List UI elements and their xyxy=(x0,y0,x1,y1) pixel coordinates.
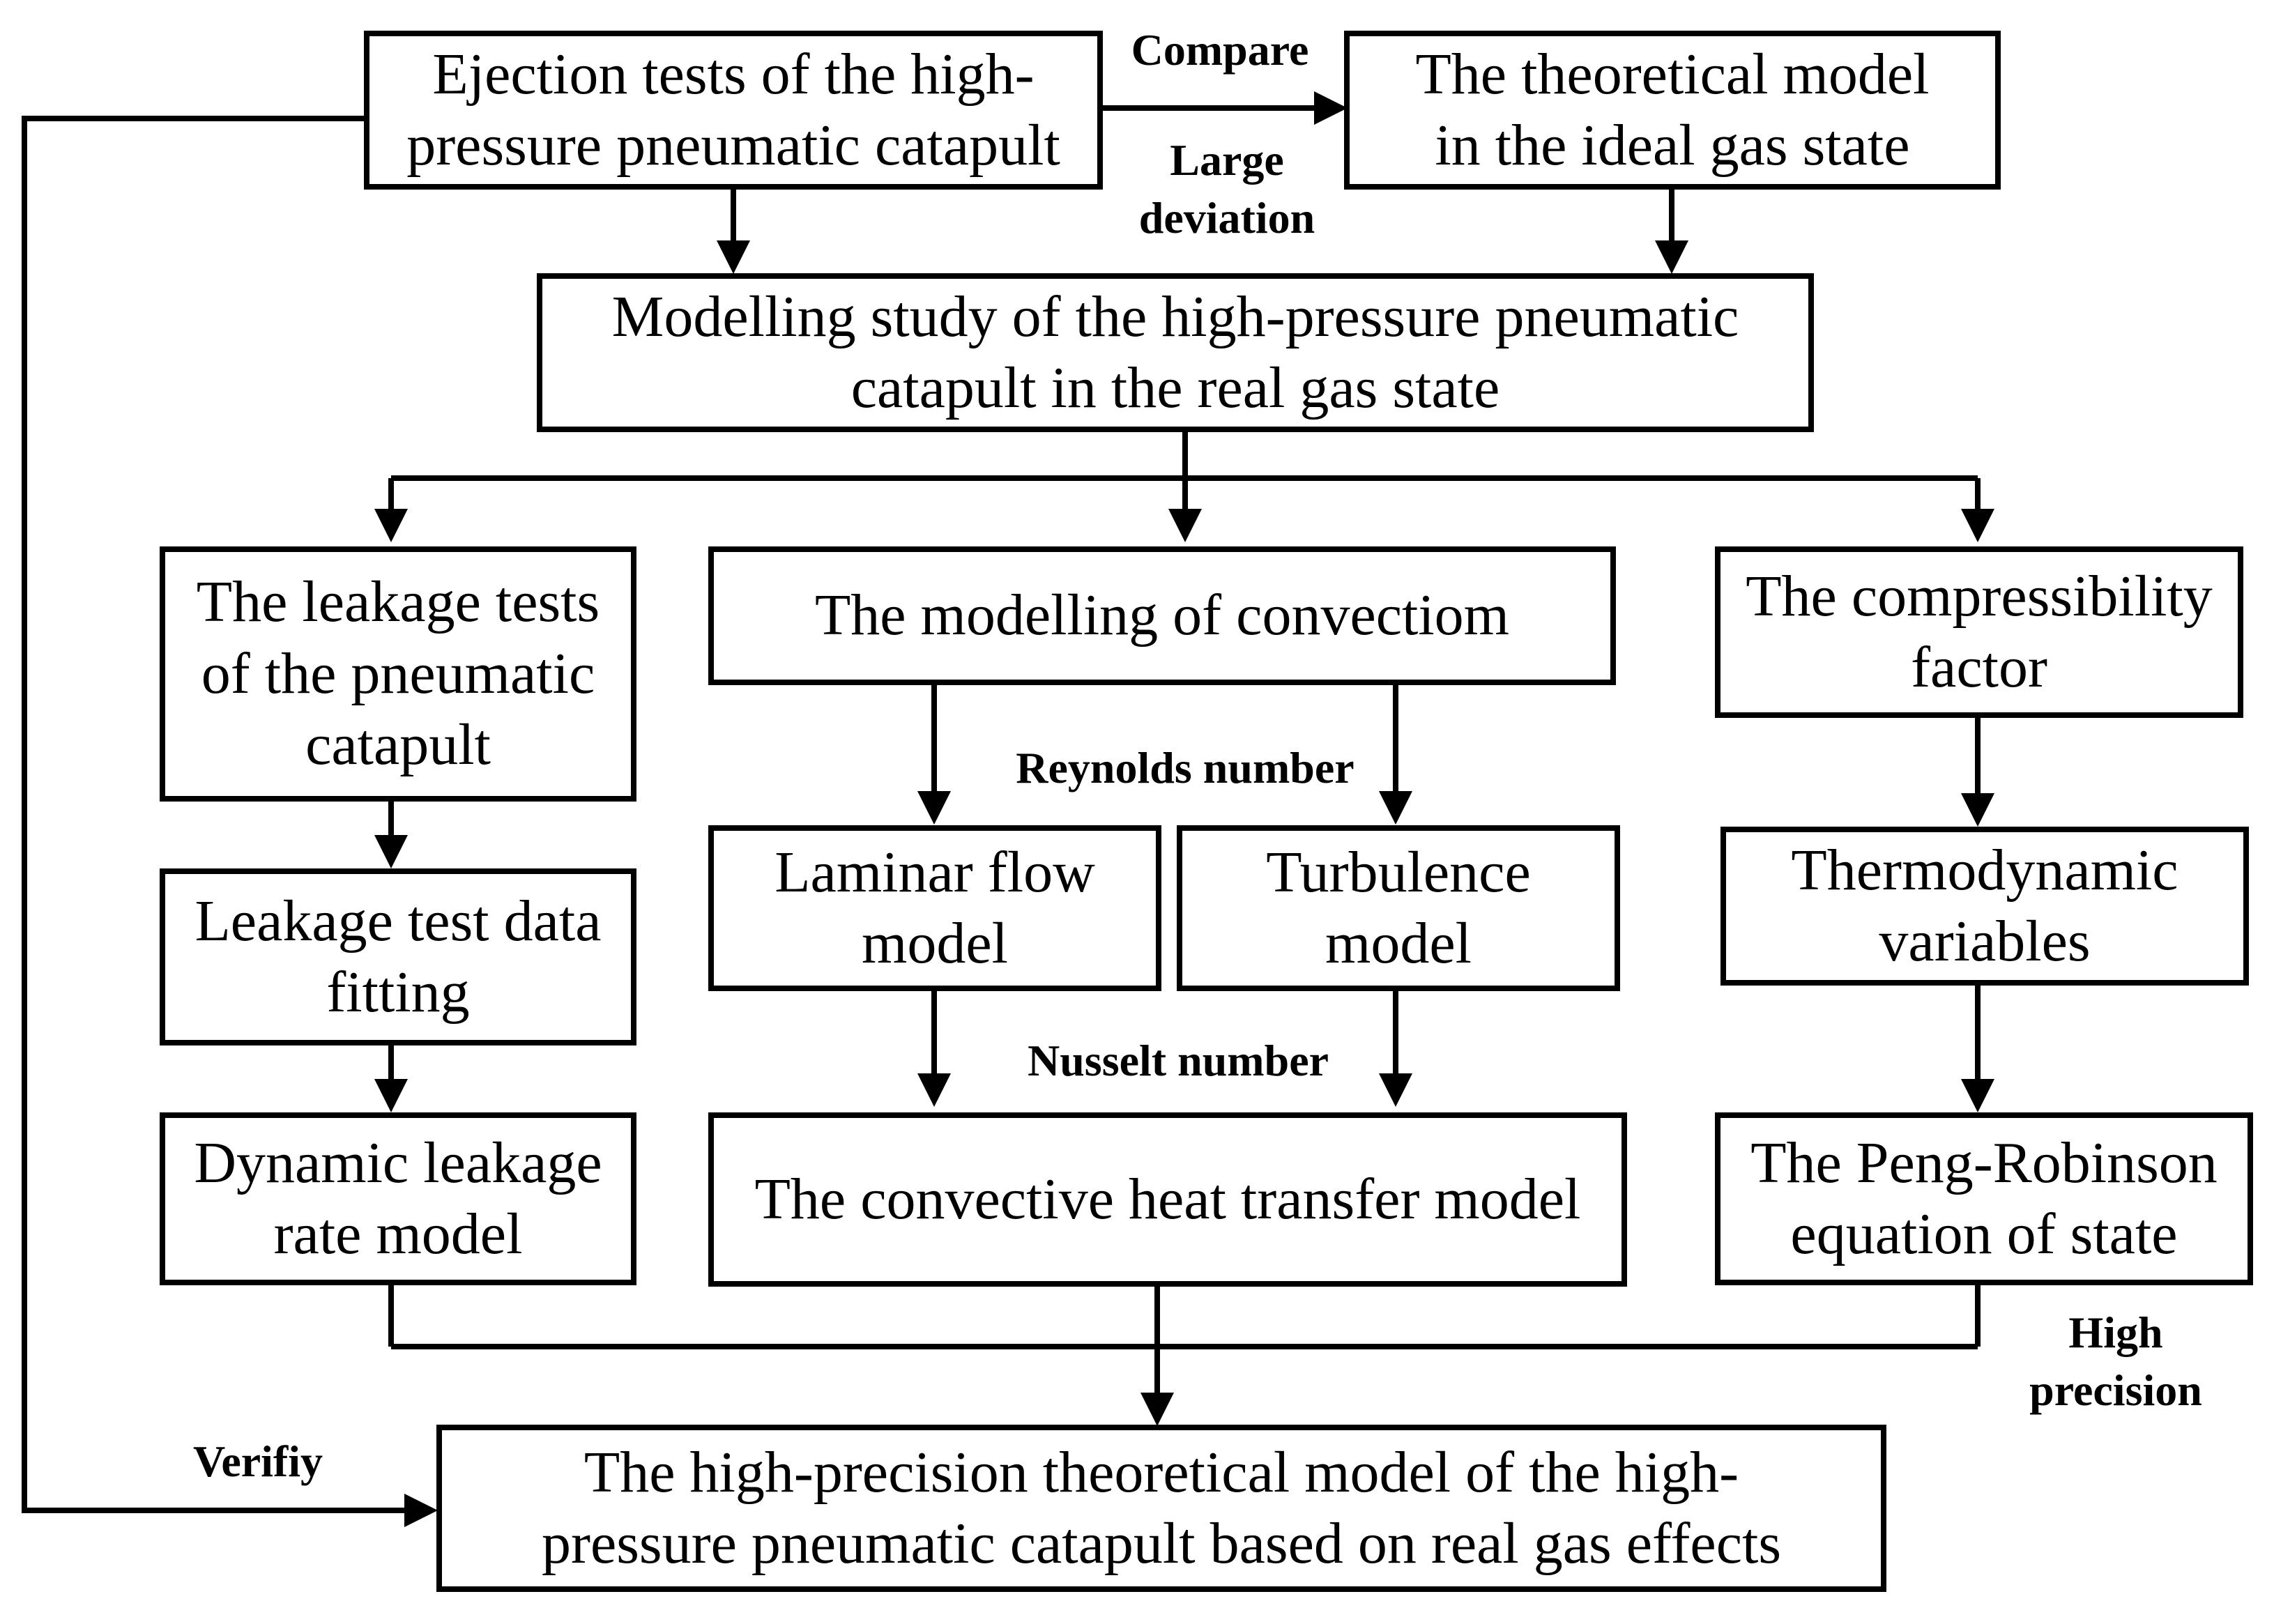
label-reynolds: Reynolds number xyxy=(1016,743,1355,792)
node-leakage-tests: The leakage tests of the pneumatic catap… xyxy=(160,546,636,802)
node-dynamic-leakage: Dynamic leakage rate model xyxy=(160,1112,636,1285)
node-theoretical-ideal: The theoretical model in the ideal gas s… xyxy=(1344,31,2001,190)
label-large-deviation: Large deviation xyxy=(1138,135,1315,243)
node-final-model: The high-precision theoretical model of … xyxy=(436,1425,1886,1592)
node-modelling-study: Modelling study of the high-pressure pne… xyxy=(537,273,1814,432)
label-nusselt: Nusselt number xyxy=(1027,1036,1329,1085)
node-peng-robinson: The Peng-Robinson equation of state xyxy=(1715,1112,2253,1285)
label-high-precision: High precision xyxy=(2029,1308,2202,1416)
node-ejection-tests: Ejection tests of the high- pressure pne… xyxy=(364,31,1103,190)
node-modelling-convection: The modelling of convectiom xyxy=(708,546,1616,685)
node-turbulence: Turbulence model xyxy=(1177,825,1620,991)
node-convective-heat: The convective heat transfer model xyxy=(708,1112,1627,1287)
label-compare: Compare xyxy=(1131,25,1309,75)
node-leakage-fitting: Leakage test data fitting xyxy=(160,868,636,1045)
label-verify: Verifiy xyxy=(192,1437,323,1486)
node-thermo-vars: Thermodynamic variables xyxy=(1720,827,2249,986)
arrow-verify xyxy=(22,116,438,1527)
node-laminar: Laminar flow model xyxy=(708,825,1161,991)
node-compressibility: The compressibility factor xyxy=(1715,546,2243,718)
